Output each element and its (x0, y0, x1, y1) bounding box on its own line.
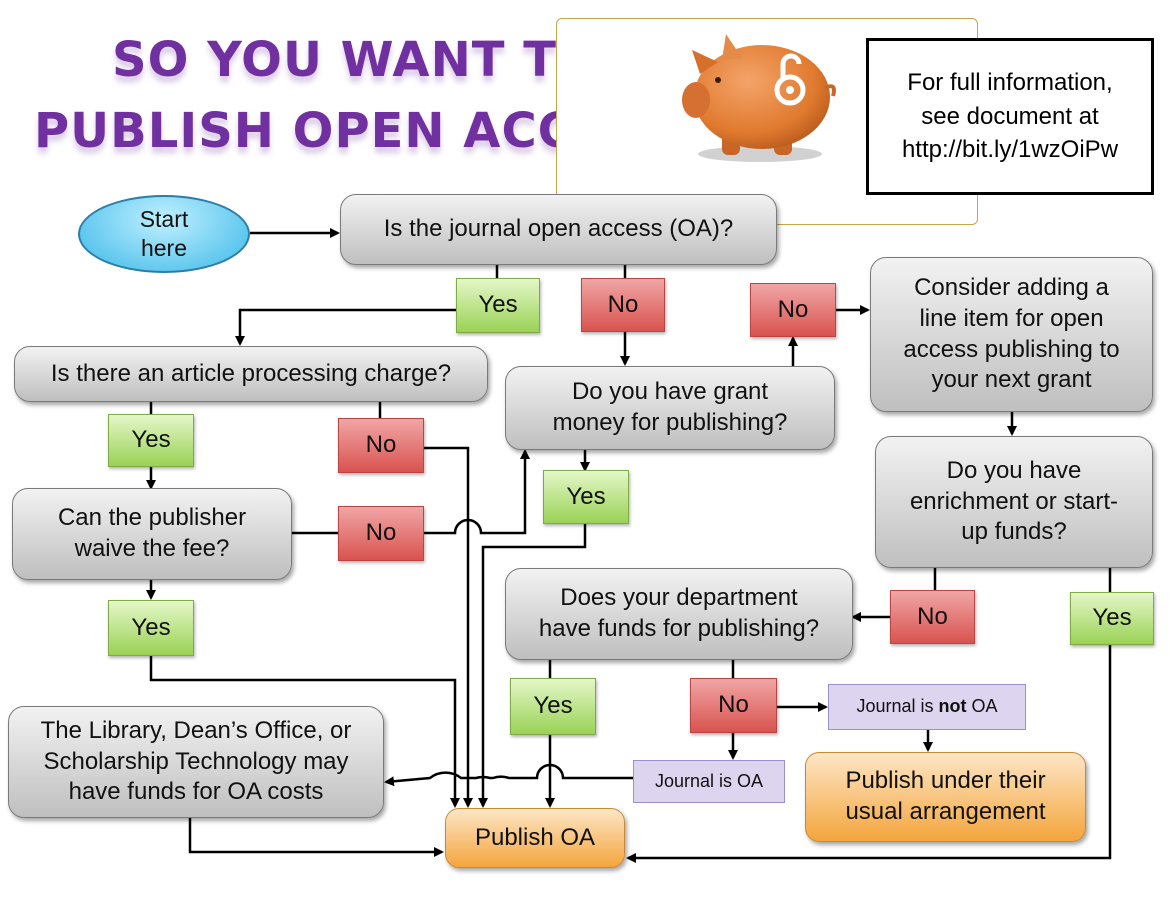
question-enrichment-funds: Do you have enrichment or start- up fund… (875, 436, 1153, 568)
journal-oa-text: Journal is OA (654, 770, 764, 791)
yes-text: Yes (478, 291, 518, 319)
no-text: No (718, 691, 749, 719)
info-box: For full information, see document at ht… (866, 38, 1154, 195)
journal-not-oa-pre: Journal is (856, 696, 939, 717)
question-enrich-line-2: enrichment or start- (909, 487, 1119, 515)
edge-oa-to-library (384, 763, 633, 787)
edge-enrich-yes-to-publish (626, 645, 1112, 863)
question-journal-oa: Is the journal open access (OA)? (340, 194, 777, 265)
publish-oa-outcome: Publish OA (445, 808, 625, 868)
question-waive-fee: Can the publisher waive the fee? (12, 488, 292, 580)
start-line-2: here (140, 235, 188, 261)
yes-text: Yes (131, 426, 171, 454)
edge-waive-yes-to-publish (149, 656, 460, 808)
no-label-dept: No (690, 678, 777, 733)
edge-grant-yes-to-publish (478, 524, 587, 808)
journal-not-oa-emphasis: not (938, 696, 967, 717)
no-label-apc: No (338, 418, 424, 473)
journal-not-oa-note: Journal is not OA (828, 684, 1026, 730)
question-apc-text: Is there an article processing charge? (50, 359, 452, 387)
journal-oa-note: Journal is OA (633, 760, 785, 803)
question-enrich-line-1: Do you have (946, 456, 1082, 484)
info-line-1: For full information, (907, 69, 1113, 97)
library-funds-node: The Library, Dean’s Office, or Scholarsh… (8, 706, 384, 818)
edge-yes-to-apc (235, 308, 456, 346)
consider-line-3: access publishing to (903, 335, 1120, 363)
publish-usual-arrangement: Publish under their usual arrangement (805, 752, 1086, 842)
yes-label-oa: Yes (456, 278, 540, 333)
info-link[interactable]: http://bit.ly/1wzOiPw (901, 136, 1119, 164)
no-text: No (365, 431, 397, 459)
consider-line-4: your next grant (931, 366, 1092, 394)
journal-not-oa-post: OA (966, 696, 998, 717)
question-dept-line-2: have funds for publishing? (538, 615, 820, 642)
question-waive-line-2: waive the fee? (74, 535, 230, 562)
question-department-funds: Does your department have funds for publi… (505, 568, 853, 660)
edge-waive-no-to-grant (424, 449, 530, 535)
publish-usual-line-1: Publish under their (845, 767, 1046, 795)
question-grant-line-2: money for publishing? (552, 409, 788, 436)
question-grant-line-1: Do you have grant (571, 378, 769, 406)
consider-line-item: Consider adding a line item for open acc… (870, 257, 1153, 412)
no-text: No (777, 295, 809, 323)
publish-usual-line-2: usual arrangement (845, 798, 1046, 825)
publish-oa-text: Publish OA (474, 823, 596, 851)
yes-label-grant: Yes (543, 470, 629, 524)
edge-apc-no-to-publish (424, 446, 473, 808)
no-text: No (365, 519, 397, 547)
edge-library-to-publish (188, 818, 444, 857)
yes-label-waive: Yes (108, 600, 194, 656)
library-line-1: The Library, Dean’s Office, or (40, 716, 352, 744)
start-node: Start here (78, 195, 250, 273)
no-text: No (607, 290, 639, 318)
no-label-oa: No (581, 278, 665, 332)
info-line-2: see document at (921, 102, 1099, 130)
start-line-1: Start (139, 205, 189, 232)
question-waive-line-1: Can the publisher (57, 504, 247, 532)
question-grant: Do you have grant money for publishing? (505, 366, 835, 450)
question-apc: Is there an article processing charge? (14, 346, 488, 402)
no-label-enrich: No (890, 590, 975, 644)
library-line-2: Scholarship Technology may (43, 747, 349, 775)
no-text: No (917, 602, 948, 630)
yes-label-enrich: Yes (1070, 592, 1154, 645)
yes-text: Yes (533, 692, 573, 720)
library-line-3: have funds for OA costs (68, 778, 324, 806)
yes-text: Yes (566, 482, 606, 510)
question-journal-oa-text: Is the journal open access (OA)? (383, 215, 734, 243)
yes-label-apc: Yes (108, 414, 194, 467)
page-title-line1: SO YOU WANT TO (112, 32, 599, 88)
yes-label-dept: Yes (510, 678, 596, 735)
consider-line-2: line item for open (919, 304, 1104, 332)
question-dept-line-1: Does your department (560, 584, 798, 612)
consider-line-1: Consider adding a (914, 274, 1109, 302)
yes-text: Yes (131, 613, 171, 641)
piggy-bank-open-access-icon (682, 34, 836, 162)
no-label-waive: No (338, 506, 424, 561)
yes-text: Yes (1092, 604, 1132, 632)
question-enrich-line-3: up funds? (961, 518, 1067, 546)
no-label-grant: No (750, 283, 836, 337)
